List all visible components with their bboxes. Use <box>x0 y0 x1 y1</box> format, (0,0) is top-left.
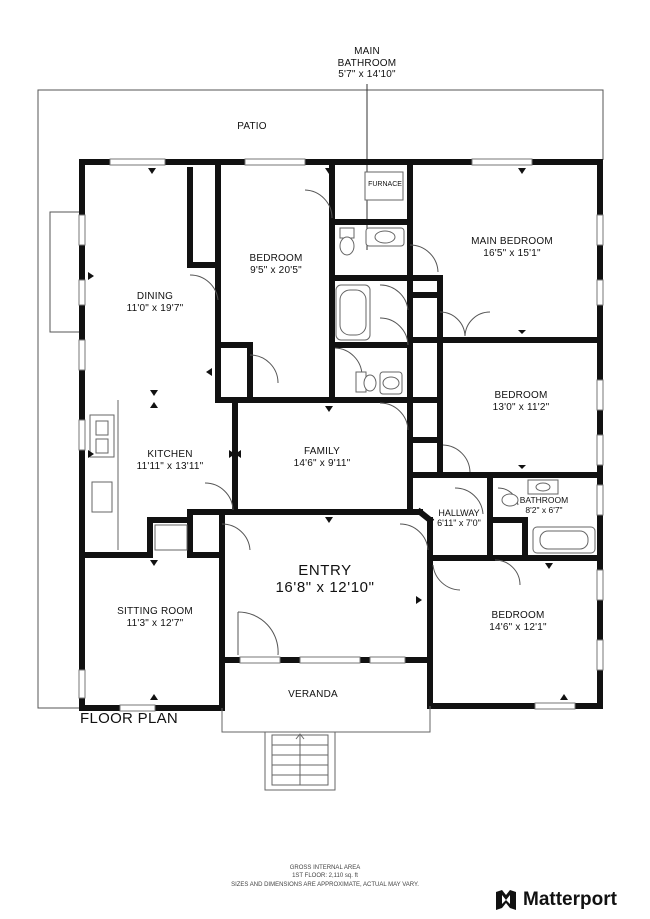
footer-area: 1ST FLOOR: 2,110 sq. ft <box>292 873 358 879</box>
main-bathroom-label: MAIN BATHROOM 5'7" x 14'10" <box>338 46 397 81</box>
sitting-room-name: SITTING ROOM <box>117 606 193 617</box>
bedroom-lower-dims: 14'6" x 12'1" <box>489 621 547 633</box>
matterport-wordmark: Matterport <box>523 889 617 910</box>
main-bedroom-dims: 16'5" x 15'1" <box>483 247 541 259</box>
windows <box>78 158 604 712</box>
hallway-label: HALLWAY 6'11" x 7'0" <box>437 508 481 529</box>
main-bathroom-name: MAIN BATHROOM <box>337 46 397 69</box>
family-dims: 14'6" x 9'11" <box>293 457 351 469</box>
bedroom-lower-label: BEDROOM 14'6" x 12'1" <box>489 610 546 633</box>
dining-label: DINING 11'0" x 19'7" <box>127 291 184 314</box>
bathroom-dims: 8'2" x 6'7" <box>525 504 563 515</box>
main-bedroom-label: MAIN BEDROOM 16'5" x 15'1" <box>471 236 553 259</box>
dining-dims: 11'0" x 19'7" <box>126 302 184 314</box>
family-name: FAMILY <box>303 446 341 457</box>
sitting-room-label: SITTING ROOM 11'3" x 12'7" <box>117 606 193 629</box>
entry-label: ENTRY 16'8" x 12'10" <box>275 562 374 597</box>
hallway-name: HALLWAY <box>438 508 480 518</box>
kitchen-dims: 11'11" x 13'11" <box>136 460 204 472</box>
family-label: FAMILY 14'6" x 9'11" <box>294 446 351 469</box>
wall-markers <box>88 168 568 700</box>
footer-gross-label: GROSS INTERNAL AREA <box>289 865 361 871</box>
bedroom-upper-dims: 9'5" x 20'5" <box>250 264 302 276</box>
hallway-dims: 6'11" x 7'0" <box>437 518 481 529</box>
bedroom-lower-name: BEDROOM <box>491 610 545 621</box>
fixtures <box>89 171 596 554</box>
bathroom-name: BATHROOM <box>519 495 569 505</box>
footer-disclaimer: SIZES AND DIMENSIONS ARE APPROXIMATE, AC… <box>231 882 419 888</box>
bedroom-upper-label: BEDROOM 9'5" x 20'5" <box>249 253 302 276</box>
floor-plan-title: FLOOR PLAN <box>80 710 179 727</box>
bedroom-right-label: BEDROOM 13'0" x 11'2" <box>493 390 550 413</box>
kitchen-label: KITCHEN 11'11" x 13'11" <box>137 449 204 472</box>
bathroom-label: BATHROOM 8'2" x 6'7" <box>519 495 569 516</box>
kitchen-name: KITCHEN <box>147 449 193 460</box>
sitting-room-dims: 11'3" x 12'7" <box>126 617 184 629</box>
bedroom-right-dims: 13'0" x 11'2" <box>492 401 550 413</box>
veranda-stairs <box>221 706 431 791</box>
matterport-logo-icon <box>496 890 516 910</box>
patio-label: PATIO <box>237 121 267 132</box>
dining-name: DINING <box>136 291 174 302</box>
door-swings <box>189 189 521 656</box>
bedroom-right-name: BEDROOM <box>494 390 548 401</box>
main-bedroom-name: MAIN BEDROOM <box>471 236 553 247</box>
bedroom-upper-name: BEDROOM <box>249 253 303 264</box>
furnace-label: FURNACE <box>368 181 402 188</box>
veranda-label: VERANDA <box>288 689 338 700</box>
matterport-brand: Matterport <box>495 889 617 911</box>
entry-name: ENTRY <box>298 562 352 579</box>
entry-dims: 16'8" x 12'10" <box>275 579 375 597</box>
main-bathroom-dims: 5'7" x 14'10" <box>338 69 396 80</box>
